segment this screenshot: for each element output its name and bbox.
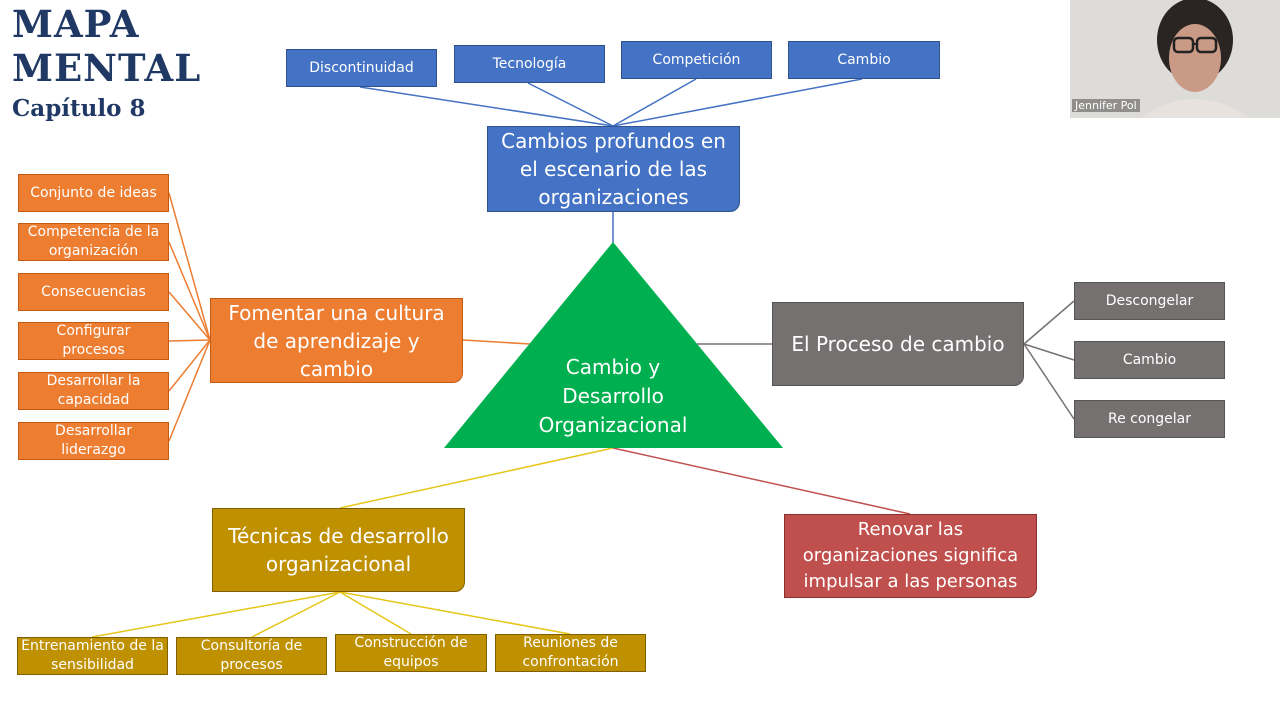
left-child-node: Consecuencias [18, 273, 169, 311]
right-child-node: Re congelar [1074, 400, 1225, 438]
center-node-label: Cambio y Desarrollo Organizacional [513, 353, 713, 440]
participant-video-icon [1070, 0, 1280, 118]
connector-line [359, 86, 614, 127]
left-node: Fomentar una cultura de aprendizaje y ca… [210, 298, 463, 383]
top-child-node: Discontinuidad [286, 49, 437, 87]
bottom-right-node: Renovar las organizaciones significa imp… [784, 514, 1037, 598]
center-line-3: Organizacional [538, 413, 688, 437]
connector-line [91, 591, 341, 638]
connector-line [612, 447, 911, 515]
right-node: El Proceso de cambio [772, 302, 1024, 386]
left-child-node: Configurar procesos [18, 322, 169, 360]
connector-line [339, 447, 614, 509]
bottom-child-node: Construcción de equipos [335, 634, 487, 672]
bottom-left-node: Técnicas de desarrollo organizacional [212, 508, 465, 592]
connector-line [168, 241, 211, 341]
right-child-node: Descongelar [1074, 282, 1225, 320]
slide-title: MAPA MENTAL Capítulo 8 [12, 2, 201, 124]
connector-line [168, 291, 211, 341]
connector-line [1023, 343, 1075, 361]
connector-line [251, 591, 341, 638]
connector-line [339, 591, 571, 635]
left-child-node: Competencia de la organización [18, 223, 169, 261]
webcam-video-tile[interactable] [1070, 0, 1280, 118]
top-node: Cambios profundos en el escenario de las… [487, 126, 740, 212]
left-child-node: Conjunto de ideas [18, 174, 169, 212]
title-line-1: MAPA [12, 2, 140, 46]
left-child-node: Desarrollar la capacidad [18, 372, 169, 410]
top-child-node: Competición [621, 41, 772, 79]
title-chapter: Capítulo 8 [12, 95, 146, 122]
connector-line [1023, 300, 1075, 345]
bottom-child-node: Consultoría de procesos [176, 637, 327, 675]
connector-line [168, 339, 211, 342]
connector-line [462, 339, 531, 345]
connector-line [168, 339, 211, 392]
top-child-node: Cambio [788, 41, 940, 79]
center-triangle [444, 242, 783, 448]
center-line-1: Cambio y [565, 355, 661, 379]
right-child-node: Cambio [1074, 341, 1225, 379]
connector-line [339, 591, 412, 635]
connector-line [527, 82, 614, 127]
bottom-child-node: Reuniones de confrontación [495, 634, 646, 672]
participant-name: Jennifer Pol [1072, 99, 1140, 112]
connector-line [168, 339, 211, 442]
connector-line [168, 192, 211, 341]
center-line-2: Desarrollo [562, 384, 664, 408]
connector-line [1023, 343, 1075, 420]
title-line-2: MENTAL [12, 46, 202, 90]
bottom-child-node: Entrenamiento de la sensibilidad [17, 637, 168, 675]
connector-line [612, 78, 697, 127]
top-child-node: Tecnología [454, 45, 605, 83]
connector-line [612, 78, 863, 127]
left-child-node: Desarrollar liderazgo [18, 422, 169, 460]
